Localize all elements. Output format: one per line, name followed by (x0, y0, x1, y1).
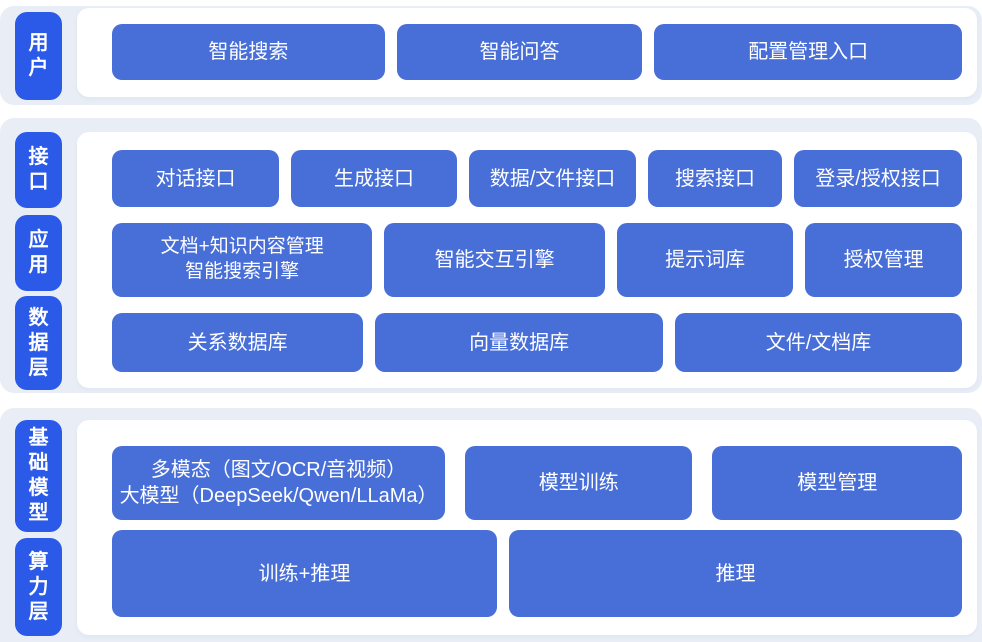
btn-model-training: 模型训练 (465, 446, 693, 520)
user-layer-section: 用户 智能搜索 智能问答 配置管理入口 (0, 6, 982, 105)
interface-row: 对话接口 生成接口 数据/文件接口 搜索接口 登录/授权接口 (112, 150, 962, 207)
btn-doc-knowledge-mgmt: 文档+知识内容管理 智能搜索引擎 (112, 223, 373, 297)
user-row: 智能搜索 智能问答 配置管理入口 (112, 24, 962, 80)
data-row: 关系数据库 向量数据库 文件/文档库 (112, 313, 962, 372)
user-layer-card: 智能搜索 智能问答 配置管理入口 (77, 8, 977, 97)
btn-doc-knowledge-line1: 文档+知识内容管理 (160, 236, 324, 258)
layer-label-compute-text: 算力层 (28, 550, 49, 623)
layer-label-application: 应用 (15, 215, 62, 291)
btn-vector-db: 向量数据库 (375, 313, 664, 372)
btn-search-api: 搜索接口 (648, 150, 783, 207)
layer-label-compute: 算力层 (15, 538, 62, 636)
middle-layers-card: 对话接口 生成接口 数据/文件接口 搜索接口 登录/授权接口 文档+知识内容管理… (77, 132, 977, 388)
bottom-layers-section: 基础模型 算力层 多模态（图文/OCR/音视频） 大模型（DeepSeek/Qw… (0, 408, 982, 642)
btn-multimodal-line2: 大模型（DeepSeek/Qwen/LLaMa） (119, 485, 438, 507)
layer-label-interface-text: 接口 (28, 146, 49, 193)
btn-generation-api: 生成接口 (291, 150, 458, 207)
compute-row: 训练+推理 推理 (112, 530, 962, 617)
application-row: 文档+知识内容管理 智能搜索引擎 智能交互引擎 提示词库 授权管理 (112, 223, 962, 297)
btn-prompt-library: 提示词库 (616, 223, 794, 297)
btn-interaction-engine: 智能交互引擎 (384, 223, 605, 297)
layer-label-user: 用户 (15, 12, 62, 100)
btn-file-doc-store: 文件/文档库 (675, 313, 962, 372)
layer-label-data-text: 数据层 (28, 306, 49, 379)
btn-multimodal-line1: 多模态（图文/OCR/音视频） (150, 459, 407, 481)
layer-label-foundation-model: 基础模型 (15, 420, 62, 532)
btn-relational-db: 关系数据库 (112, 313, 364, 372)
btn-auth-mgmt: 授权管理 (805, 223, 962, 297)
btn-dialog-api: 对话接口 (112, 150, 279, 207)
bottom-layers-card: 多模态（图文/OCR/音视频） 大模型（DeepSeek/Qwen/LLaMa）… (77, 420, 977, 635)
btn-model-mgmt: 模型管理 (712, 446, 963, 520)
model-row: 多模态（图文/OCR/音视频） 大模型（DeepSeek/Qwen/LLaMa）… (112, 446, 963, 520)
btn-multimodal-llm: 多模态（图文/OCR/音视频） 大模型（DeepSeek/Qwen/LLaMa） (112, 446, 446, 520)
layer-label-user-text: 用户 (28, 32, 49, 79)
layer-label-interface: 接口 (15, 132, 62, 208)
btn-config-entry: 配置管理入口 (654, 24, 962, 80)
layer-label-application-text: 应用 (28, 229, 49, 276)
btn-doc-knowledge-line2: 智能搜索引擎 (185, 261, 300, 282)
btn-training-inference: 训练+推理 (112, 530, 497, 617)
btn-smart-qa: 智能问答 (396, 24, 643, 80)
btn-smart-search: 智能搜索 (112, 24, 385, 80)
btn-login-auth-api: 登录/授权接口 (794, 150, 962, 207)
btn-data-file-api: 数据/文件接口 (469, 150, 637, 207)
btn-inference: 推理 (509, 530, 962, 617)
layer-label-data: 数据层 (15, 296, 62, 390)
layer-label-foundation-model-text: 基础模型 (28, 427, 49, 524)
middle-layers-section: 接口 应用 数据层 对话接口 生成接口 数据/文件接口 搜索接口 登录/授权接口… (0, 118, 982, 393)
